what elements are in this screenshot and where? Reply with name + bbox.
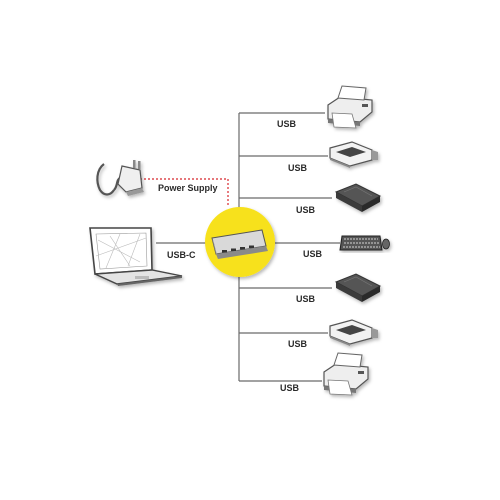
keyboard-mouse-icon [339,235,390,251]
power-supply-line [136,178,229,206]
usb-hub [205,207,275,277]
printer-icon [327,85,373,129]
usb-label-4: USB [303,249,323,259]
usb-label-5: USB [296,294,316,304]
scanner-icon [329,319,378,346]
external-drive-icon [334,183,382,212]
power-supply-label: Power Supply [158,183,218,193]
scanner-icon [329,141,378,168]
external-drive-icon [334,273,382,302]
laptop-icon [89,227,183,286]
mouse-icon [382,238,390,250]
usb-hub-icon [211,229,268,259]
printer-icon [323,352,369,396]
usb-label-6: USB [288,339,308,349]
usb-label-1: USB [277,119,297,129]
usb-label-3: USB [296,205,316,215]
usb-c-label: USB-C [167,250,196,260]
power-adapter-icon [96,160,144,196]
usb-label-2: USB [288,163,308,173]
usb-label-7: USB [280,383,300,393]
